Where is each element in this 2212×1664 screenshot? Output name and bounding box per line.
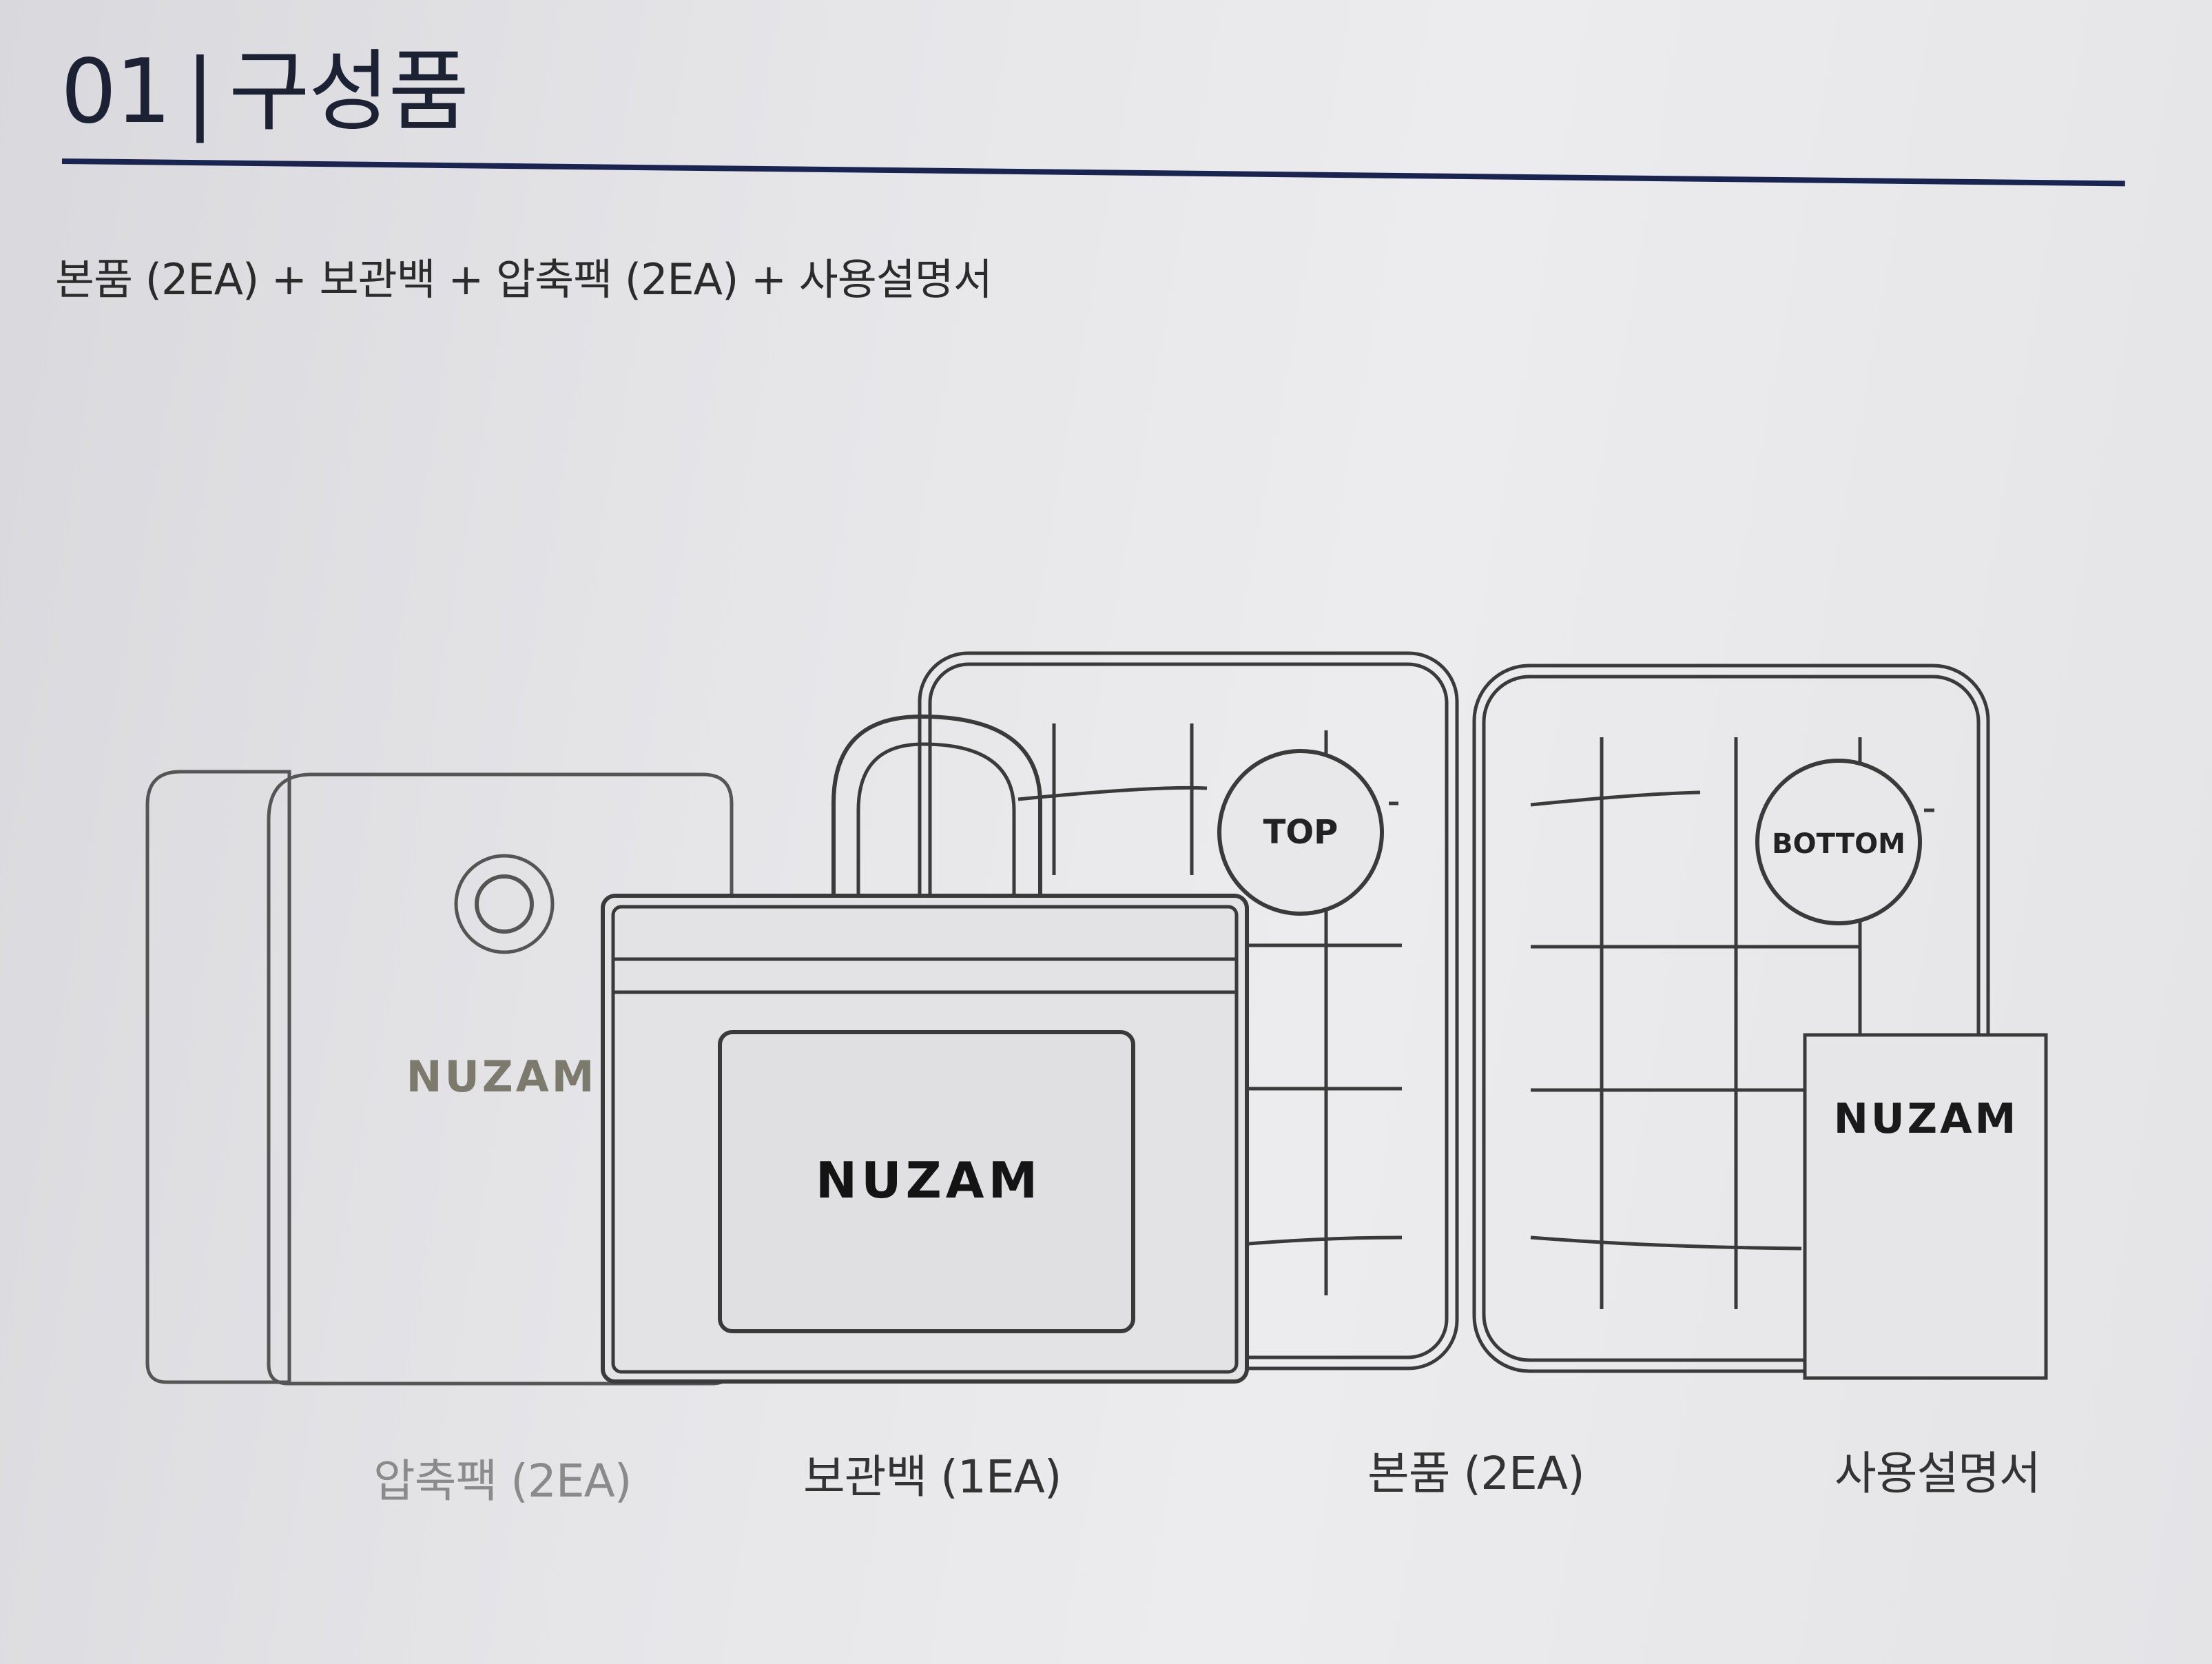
valve-outer-icon xyxy=(454,854,555,954)
section-number: 01 xyxy=(61,41,172,143)
bag-label-patch xyxy=(718,1030,1135,1333)
section-heading: 01|구성품 xyxy=(61,48,469,136)
compression-pack-illustration xyxy=(145,770,734,1386)
pack-brand-label: NUZAM xyxy=(406,1051,597,1102)
section-separator: | xyxy=(185,41,215,143)
valve-inner-icon xyxy=(475,874,534,934)
bottom-mat-outer xyxy=(1472,664,1990,1373)
bag-handle-inner xyxy=(856,742,1016,900)
bottom-badge-circle xyxy=(1755,759,1922,925)
caption-main-product: 본품 (2EA) xyxy=(1367,1447,1585,1500)
top-mat-seam xyxy=(1017,723,1403,1295)
manual-brand-label: NUZAM xyxy=(1834,1095,2019,1143)
manual-illustration xyxy=(1803,1033,2048,1380)
main-product-bottom-illustration xyxy=(1472,664,1990,1373)
manual-cover xyxy=(1803,1033,2048,1380)
storage-bag-illustration xyxy=(601,714,1249,1384)
compression-pack-back xyxy=(145,770,291,1384)
bag-handle-outer xyxy=(831,714,1042,900)
bottom-mat-inner xyxy=(1482,675,1981,1362)
bag-body-inner xyxy=(611,905,1239,1374)
bag-band xyxy=(613,957,1237,994)
bottom-badge-label: BOTTOM xyxy=(1772,828,1905,860)
section-title: 구성품 xyxy=(229,41,469,143)
caption-compression-pack: 압축팩 (2EA) xyxy=(373,1455,632,1508)
top-badge-label: TOP xyxy=(1263,813,1338,852)
compression-pack-front xyxy=(267,772,734,1386)
caption-storage-bag: 보관백 (1EA) xyxy=(803,1450,1062,1503)
top-badge-circle xyxy=(1217,749,1384,916)
bag-brand-label: NUZAM xyxy=(816,1151,1042,1209)
components-summary: 본품 (2EA) + 보관백 + 압축팩 (2EA) + 사용설명서 xyxy=(55,254,993,305)
caption-manual: 사용설명서 xyxy=(1834,1447,2041,1500)
